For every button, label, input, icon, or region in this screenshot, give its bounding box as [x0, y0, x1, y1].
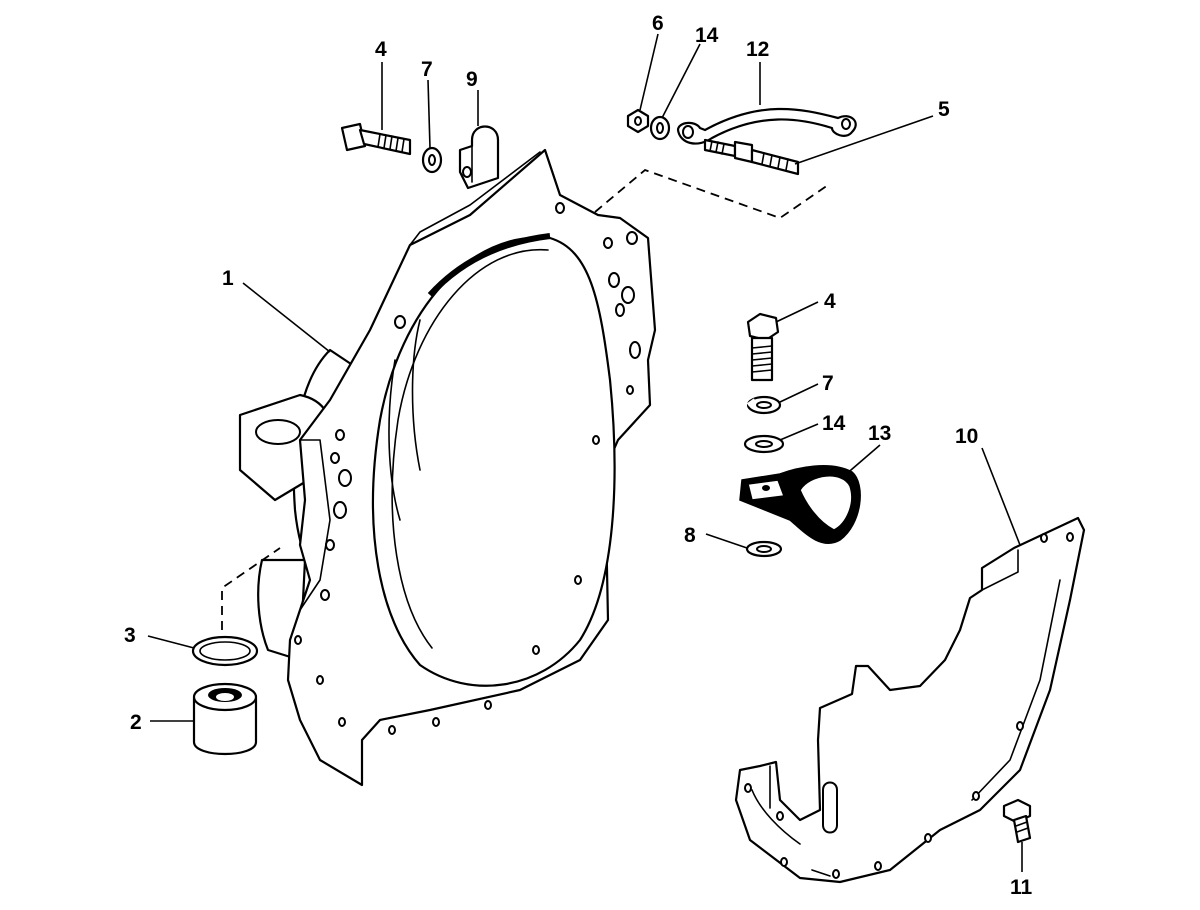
alignment-line-stud [594, 168, 829, 220]
bolt-top [340, 122, 412, 156]
callout-4-top: 4 [375, 38, 387, 61]
leader-lines [147, 33, 1023, 872]
stud [703, 138, 800, 176]
washer-top [421, 146, 443, 174]
bushing [192, 682, 258, 756]
bolt-right [746, 312, 780, 382]
callout-11: 11 [1010, 876, 1033, 899]
callout-1: 1 [222, 267, 234, 290]
screw-cover [1002, 798, 1032, 844]
callout-2: 2 [130, 711, 142, 734]
flat-washer-right [743, 434, 785, 454]
callouts: 1 2 3 4 7 9 6 14 12 5 4 7 14 13 10 8 11 [124, 12, 1033, 899]
callout-10: 10 [955, 425, 978, 448]
lock-washer-right [746, 395, 782, 415]
o-ring [191, 635, 259, 667]
callout-7-top: 7 [421, 58, 433, 81]
nut [626, 108, 650, 134]
callout-14-right: 14 [822, 412, 846, 435]
washer-right-lower [745, 540, 783, 558]
callout-7-right: 7 [822, 372, 834, 395]
callout-6: 6 [652, 12, 664, 35]
cover-plate [734, 516, 1086, 884]
callout-3: 3 [124, 624, 136, 647]
callout-5: 5 [938, 98, 950, 121]
callout-8: 8 [684, 524, 696, 547]
cable-clamp-large [739, 465, 861, 544]
callout-4-right: 4 [824, 290, 836, 313]
callout-13: 13 [868, 422, 891, 445]
washer-top-right [649, 115, 671, 141]
callout-12: 12 [746, 38, 769, 61]
callout-9: 9 [466, 68, 478, 91]
flywheel-housing [238, 148, 657, 787]
cable-clamp-small [458, 125, 500, 190]
ground-cable [676, 107, 857, 145]
callout-14-top: 14 [695, 24, 719, 47]
